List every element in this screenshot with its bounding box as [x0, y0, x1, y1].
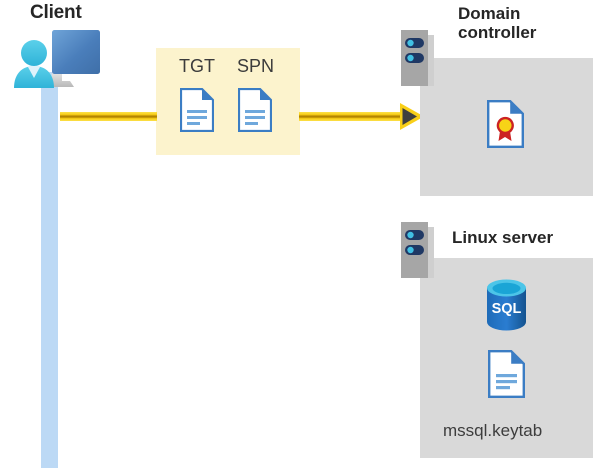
keytab-document-icon: [488, 350, 525, 398]
client-title: Client: [30, 2, 82, 23]
svg-text:SQL: SQL: [492, 301, 522, 317]
client-lifeline: [41, 72, 58, 468]
user-monitor-icon: [6, 26, 102, 92]
flow-arrow-segment-left: [60, 112, 157, 121]
spn-document-icon: [237, 87, 273, 133]
tgt-label: TGT: [179, 56, 215, 76]
sql-database-icon: SQL: [486, 279, 527, 331]
message-payload-box: [156, 48, 300, 155]
domain-controller-title: Domain controller: [458, 4, 537, 43]
spn-label: SPN: [237, 56, 275, 76]
certificate-document-icon: [487, 100, 524, 148]
flow-arrow-head-icon: [400, 103, 424, 130]
domain-controller-server-icon: [401, 30, 434, 86]
linux-server-icon: [401, 222, 434, 278]
flow-arrow-segment-right: [299, 112, 405, 121]
tgt-document-icon: [179, 87, 215, 133]
keytab-file-label: mssql.keytab: [443, 421, 543, 440]
linux-server-title: Linux server: [452, 228, 554, 247]
